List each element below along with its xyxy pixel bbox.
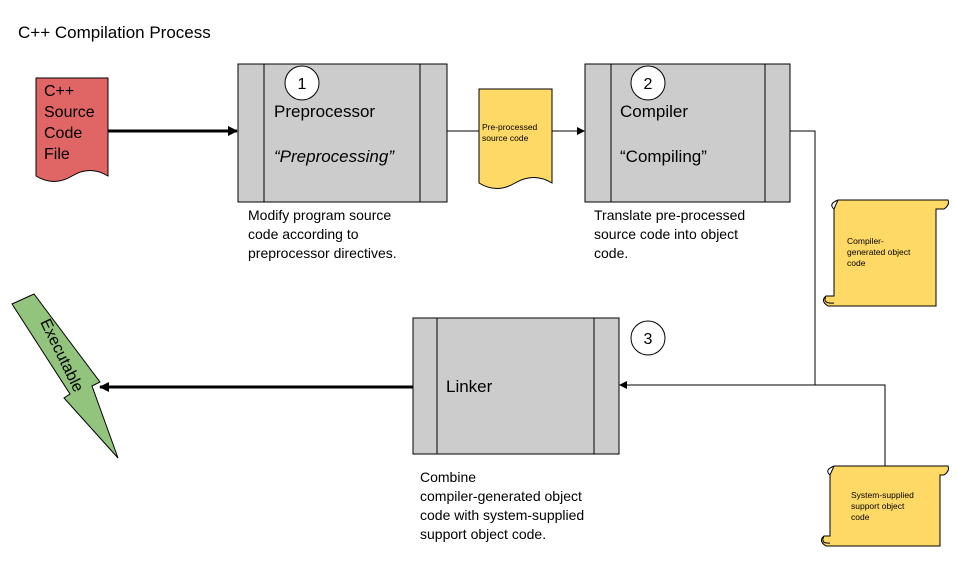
preprocessor-description-line: Modify program source	[248, 207, 391, 223]
executable-node: Executable	[11, 293, 119, 459]
compiler-object-line: code	[847, 258, 866, 268]
preprocessor-description-line: preprocessor directives.	[248, 245, 397, 261]
linker-description: Combine compiler-generated object code w…	[420, 469, 588, 542]
step-1-number: 1	[298, 76, 307, 93]
step-2-number: 2	[644, 76, 653, 93]
preprocessed-doc-line: Pre-processed	[482, 122, 538, 132]
source-file-line: File	[44, 146, 70, 163]
preprocessor-node: 1 Preprocessor “Preprocessing”	[237, 63, 448, 203]
source-file-line: Source	[44, 104, 95, 121]
compiler-object-line: generated object	[847, 247, 911, 257]
source-file-shape	[35, 77, 109, 182]
scroll-curl-icon	[822, 535, 831, 544]
preprocessor-box	[237, 63, 448, 203]
step-2-badge	[630, 65, 666, 101]
compiler-description-line: source code into object	[594, 226, 738, 242]
preprocessor-description: Modify program source code according to …	[248, 207, 397, 261]
compiler-node: 2 Compiler “Compiling”	[584, 63, 791, 203]
linker-description-line: Combine	[420, 469, 476, 485]
source-file-label: C++ Source Code File	[44, 83, 99, 163]
linker-description-line: compiler-generated object	[420, 488, 582, 504]
step-3-number: 3	[644, 331, 653, 348]
scroll-curl-icon	[831, 199, 839, 210]
compiler-name: Compiler	[620, 102, 688, 121]
diagram-title: C++ Compilation Process	[18, 23, 211, 42]
system-object-scroll: System-supplied support object code	[820, 465, 949, 547]
linker-description-line: code with system-supplied	[420, 507, 584, 523]
system-object-line: code	[851, 512, 870, 522]
preprocessor-action: “Preprocessing”	[274, 147, 395, 166]
source-file-line: Code	[44, 125, 82, 142]
scroll-curl-icon	[824, 295, 835, 304]
source-file-node: C++ Source Code File	[35, 77, 109, 182]
system-object-line: support object	[851, 501, 905, 511]
compiler-description: Translate pre-processed source code into…	[594, 207, 749, 261]
lightning-bolt-icon	[11, 293, 119, 459]
connector-system-to-linker	[619, 381, 886, 466]
linker-name: Linker	[446, 377, 493, 396]
compiler-description-line: code.	[594, 245, 628, 261]
scroll-curl-icon	[827, 465, 835, 476]
connector-compiler-to-linker	[790, 130, 816, 385]
compiler-action: “Compiling”	[620, 147, 707, 166]
preprocessed-doc-line: source code	[482, 133, 529, 143]
source-file-line: C++	[44, 83, 74, 100]
preprocessed-doc-label: Pre-processed source code	[482, 122, 540, 143]
compiler-object-label: Compiler- generated object code	[847, 236, 913, 268]
system-object-label: System-supplied support object code	[851, 490, 916, 522]
compiler-description-line: Translate pre-processed	[594, 207, 745, 223]
linker-box	[412, 317, 620, 455]
compiler-object-line: Compiler-	[847, 236, 884, 246]
linker-node: Linker	[412, 317, 620, 455]
step-3-badge	[630, 320, 666, 356]
compiler-box	[584, 63, 791, 203]
preprocessor-description-line: code according to	[248, 226, 359, 242]
linker-description-line: support object code.	[420, 526, 546, 542]
system-object-line: System-supplied	[851, 490, 914, 500]
step-1-badge	[284, 65, 320, 101]
preprocessed-doc-node: Pre-processed source code	[478, 88, 553, 189]
preprocessor-name: Preprocessor	[274, 102, 375, 121]
compiler-object-scroll: Compiler- generated object code	[822, 199, 949, 307]
preprocessed-doc-shape	[478, 88, 553, 189]
